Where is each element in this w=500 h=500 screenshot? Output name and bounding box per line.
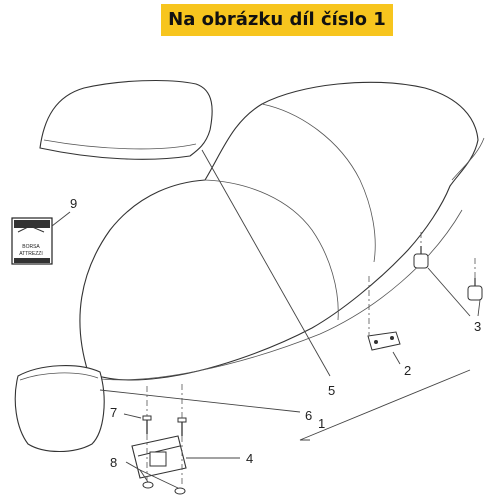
seat-shape: [79, 81, 479, 381]
callout-5: 5: [328, 383, 335, 398]
callout-7: 7: [110, 405, 117, 420]
front-tray-rim: [19, 372, 99, 381]
backrest-pad-edge: [43, 139, 197, 150]
seat-hinge: [131, 435, 187, 479]
callout-3: 3: [474, 319, 481, 334]
screw-2: [177, 417, 187, 436]
callout-1: 1: [318, 416, 325, 431]
callout-9: 9: [70, 196, 77, 211]
callout-6: 6: [305, 408, 312, 423]
callout-8: 8: [110, 455, 117, 470]
callout-2: 2: [404, 363, 411, 378]
rubber-buffer-2: [467, 278, 483, 301]
front-tray: [14, 365, 105, 452]
tool-bag-label-1: BORSA: [22, 244, 40, 250]
seat-bracket: [367, 331, 401, 351]
callout-4: 4: [246, 451, 253, 466]
rubber-buffer-1: [413, 246, 429, 269]
nut-1: [142, 481, 154, 489]
screw-1: [142, 415, 152, 434]
seat-rear-edge: [451, 137, 485, 181]
seat-seam: [204, 179, 339, 321]
tool-bag: BORSA ATTREZZI: [11, 217, 53, 265]
part-number-banner: Na obrázku díl číslo 1: [161, 4, 393, 36]
seat-seam-rear: [261, 103, 376, 263]
tool-bag-label-2: ATTREZZI: [19, 251, 43, 257]
backrest-pad: [39, 79, 213, 160]
nut-2: [174, 487, 186, 495]
